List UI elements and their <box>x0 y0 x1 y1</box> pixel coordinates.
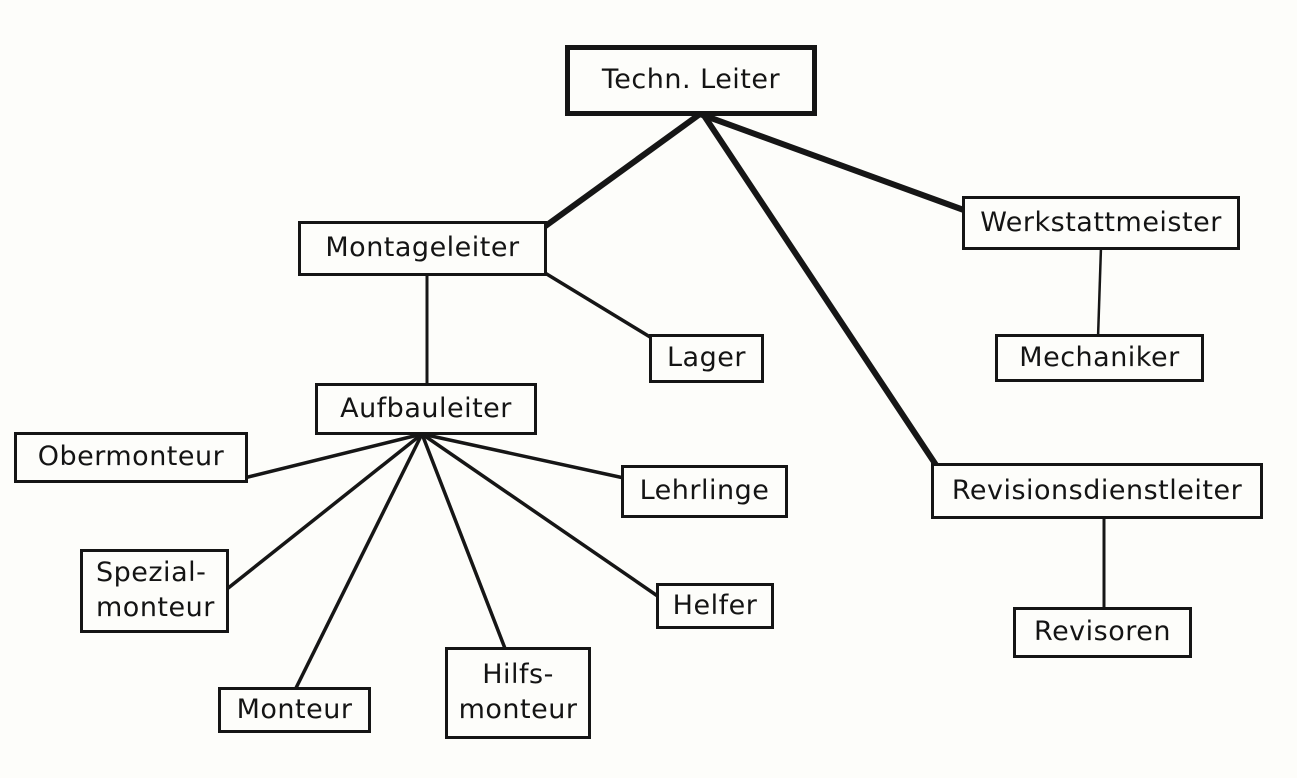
node-revisoren: Revisoren <box>1013 607 1192 658</box>
node-spezialmonteur-label-line2: monteur <box>96 592 215 623</box>
node-spezialmonteur: Spezial- monteur <box>80 549 229 633</box>
node-monteur-label: Monteur <box>236 693 353 725</box>
edge-aufbauleiter-spezialmonteur <box>225 432 424 591</box>
node-lager-label: Lager <box>667 342 746 374</box>
node-revisionsdienstleiter-label: Revisionsdienstleiter <box>951 474 1243 506</box>
edge-techn-leiter-montageleiter <box>538 111 702 233</box>
node-montageleiter-label: Montageleiter <box>325 232 520 264</box>
edge-aufbauleiter-helfer <box>421 432 660 599</box>
node-techn-leiter-label: Techn. Leiter <box>601 64 781 96</box>
node-monteur: Monteur <box>218 687 371 733</box>
node-obermonteur-label: Obermonteur <box>37 441 225 473</box>
edge-aufbauleiter-monteur <box>293 433 424 691</box>
node-hilfsmonteur: Hilfs- monteur <box>445 647 591 739</box>
node-aufbauleiter-label: Aufbauleiter <box>340 392 512 424</box>
node-obermonteur: Obermonteur <box>14 432 248 483</box>
node-lehrlinge-label: Lehrlinge <box>639 475 770 507</box>
node-aufbauleiter: Aufbauleiter <box>315 383 537 435</box>
node-lager: Lager <box>649 334 764 383</box>
node-mechaniker: Mechaniker <box>995 334 1204 382</box>
node-techn-leiter: Techn. Leiter <box>565 45 817 116</box>
edge-montageleiter-lager <box>544 271 656 342</box>
edge-aufbauleiter-hilfsmonteur <box>420 433 508 652</box>
node-werkstattmeister-label: Werkstattmeister <box>980 206 1222 238</box>
node-montageleiter: Montageleiter <box>298 221 547 276</box>
node-hilfsmonteur-label-line2: monteur <box>458 694 578 725</box>
node-revisoren-label: Revisoren <box>1034 616 1171 648</box>
node-lehrlinge: Lehrlinge <box>621 465 788 518</box>
node-helfer-label: Helfer <box>672 589 758 621</box>
edge-aufbauleiter-lehrlinge <box>421 432 625 480</box>
edge-techn-leiter-werkstattmeister <box>698 111 974 216</box>
node-spezialmonteur-label-line1: Spezial- <box>96 557 207 589</box>
node-werkstattmeister: Werkstattmeister <box>962 196 1240 250</box>
node-helfer: Helfer <box>656 583 774 629</box>
node-hilfsmonteur-label-line1: Hilfs- <box>482 659 554 691</box>
node-mechaniker-label: Mechaniker <box>1019 341 1180 373</box>
edge-aufbauleiter-obermonteur <box>239 432 423 481</box>
edge-werkstattmeister-mechaniker <box>1096 246 1103 339</box>
node-revisionsdienstleiter: Revisionsdienstleiter <box>931 463 1263 519</box>
edge-techn-leiter-revisionsdienstleiter <box>700 112 941 470</box>
